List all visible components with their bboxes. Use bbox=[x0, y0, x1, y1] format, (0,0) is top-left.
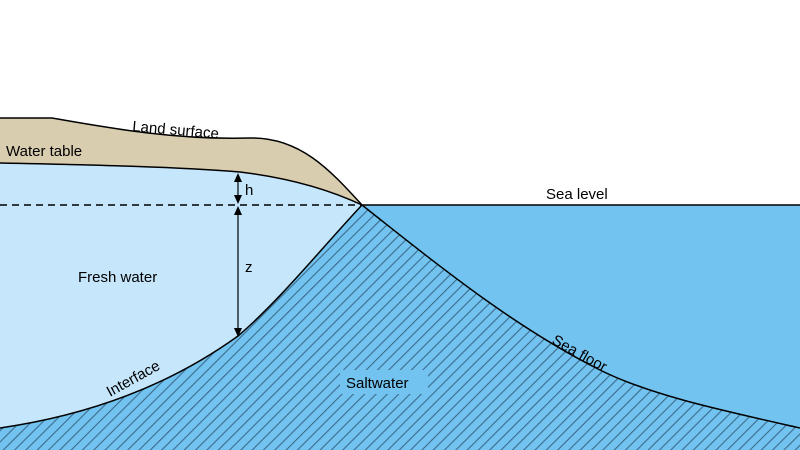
fresh-water-label: Fresh water bbox=[78, 269, 157, 286]
sea-area bbox=[362, 205, 800, 428]
h-label: h bbox=[245, 182, 253, 199]
water-table-line bbox=[0, 162, 363, 206]
h-arrowhead-top bbox=[234, 173, 242, 182]
interface-line bbox=[0, 204, 363, 429]
saltwater-label: Saltwater bbox=[346, 375, 409, 392]
land-area bbox=[0, 118, 362, 205]
h-arrowhead-bottom bbox=[234, 195, 242, 204]
land-surface-line bbox=[0, 117, 363, 206]
saltwater-label-bg bbox=[340, 370, 428, 394]
water-table-label: Water table bbox=[6, 143, 82, 160]
saltwater-area bbox=[0, 205, 800, 450]
z-arrowhead-top bbox=[234, 206, 242, 215]
sea-floor-line bbox=[361, 204, 800, 429]
fresh-water-area bbox=[0, 163, 362, 428]
sea-level-label: Sea level bbox=[546, 186, 608, 203]
z-label: z bbox=[245, 259, 253, 276]
z-arrowhead-bottom bbox=[234, 328, 242, 337]
